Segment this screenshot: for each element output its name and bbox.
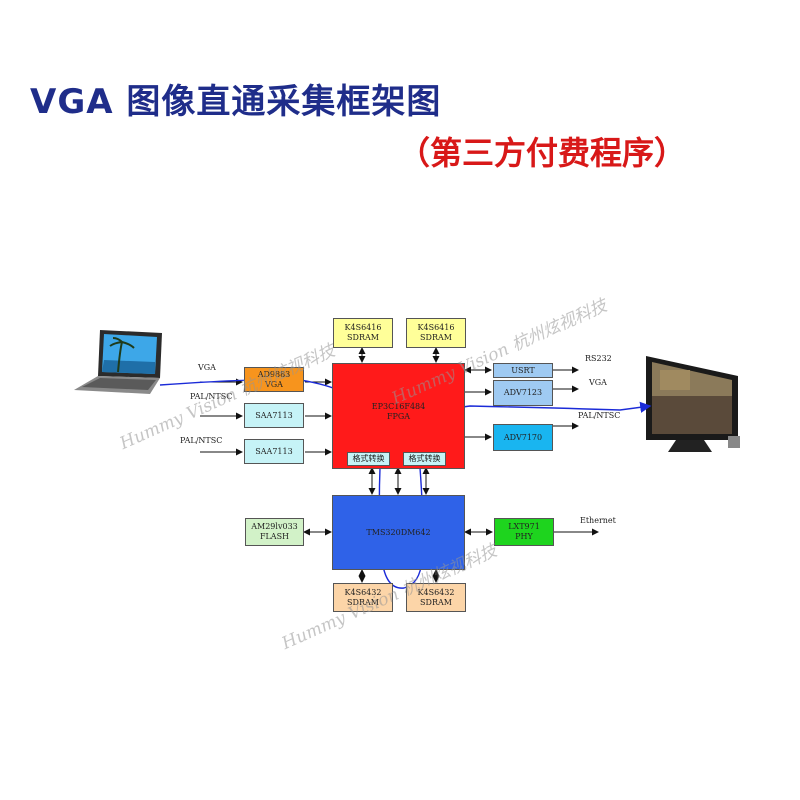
- sdram-bottom-right-line1: K4S6432: [417, 587, 455, 597]
- fpga-line2: FPGA: [386, 412, 411, 421]
- ad9883-line2: VGA: [265, 379, 283, 389]
- adv7170-label: ADV7170: [503, 432, 543, 442]
- signal-in-vga: VGA: [198, 363, 216, 372]
- dsp-label: TMS320DM642: [366, 527, 431, 537]
- sdram-top-left-line2: SDRAM: [347, 333, 379, 342]
- format-convert-left-label: 格式转换: [352, 454, 385, 463]
- sdram-bottom-left-line2: SDRAM: [347, 597, 379, 607]
- usrt-block: USRT: [493, 363, 553, 378]
- saa7113-a-label: SAA7113: [255, 410, 293, 420]
- format-convert-right-label: 格式转换: [408, 454, 441, 463]
- sdram-bottom-left: K4S6432 SDRAM: [333, 583, 393, 612]
- saa7113-b-block: SAA7113: [244, 439, 304, 464]
- flash-block: AM29lv033 FLASH: [245, 518, 304, 546]
- saa7113-b-label: SAA7113: [255, 446, 293, 456]
- ad9883-block: AD9883 VGA: [244, 367, 304, 392]
- fpga-line1: EP3C16F484: [371, 402, 426, 411]
- signal-out-pal: PAL/NTSC: [578, 411, 621, 420]
- saa7113-a-block: SAA7113: [244, 403, 304, 428]
- monitor-icon: [646, 356, 740, 452]
- sdram-bottom-right: K4S6432 SDRAM: [406, 583, 466, 612]
- phy-block: LXT971 PHY: [494, 518, 554, 546]
- page-title: VGA 图像直通采集框架图: [30, 82, 442, 122]
- laptop-icon: [74, 330, 162, 394]
- sdram-top-right: K4S6416 SDRAM: [406, 318, 466, 348]
- dsp-block: TMS320DM642: [332, 495, 465, 570]
- phy-line1: LXT971: [508, 522, 540, 531]
- flash-line1: AM29lv033: [251, 522, 298, 531]
- sdram-bottom-left-line1: K4S6432: [344, 587, 382, 597]
- signal-in-pal-1: PAL/NTSC: [190, 392, 233, 401]
- sdram-bottom-right-line2: SDRAM: [420, 597, 452, 607]
- signal-out-rs232: RS232: [585, 354, 612, 363]
- ad9883-line1: AD9883: [257, 369, 291, 379]
- sdram-top-right-line1: K4S6416: [417, 323, 455, 332]
- adv7123-label: ADV7123: [503, 388, 543, 397]
- page-subtitle: （第三方付费程序）: [398, 134, 687, 172]
- flash-line2: FLASH: [259, 532, 290, 541]
- format-convert-left: 格式转换: [347, 452, 390, 466]
- sdram-top-left-line1: K4S6416: [344, 323, 382, 332]
- signal-in-pal-2: PAL/NTSC: [180, 436, 223, 445]
- adv7170-block: ADV7170: [493, 424, 553, 451]
- signal-out-ethernet: Ethernet: [580, 516, 616, 525]
- format-convert-right: 格式转换: [403, 452, 446, 466]
- sdram-top-right-line2: SDRAM: [420, 333, 452, 342]
- adv7123-block: ADV7123: [493, 380, 553, 406]
- usrt-label: USRT: [511, 365, 535, 375]
- signal-out-vga: VGA: [589, 378, 607, 387]
- fpga-block: EP3C16F484 FPGA: [332, 363, 465, 469]
- phy-line2: PHY: [515, 532, 533, 541]
- sdram-top-left: K4S6416 SDRAM: [333, 318, 393, 348]
